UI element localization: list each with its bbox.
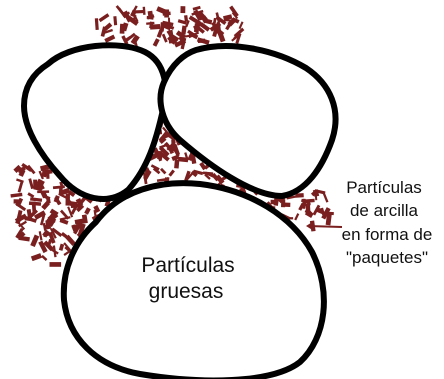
clay-label-line3: en forma de — [342, 225, 433, 244]
clay-flake — [322, 191, 328, 203]
clay-flake — [143, 7, 146, 15]
clay-flake — [198, 39, 205, 43]
clay-flake — [146, 22, 154, 25]
clay-flake — [41, 255, 47, 261]
clay-flake — [294, 213, 299, 220]
clay-flake — [95, 18, 99, 30]
clay-flake — [65, 194, 70, 206]
clay-flake — [33, 180, 37, 189]
clay-flake — [31, 253, 42, 261]
pointer-arrow-head — [306, 221, 314, 231]
clay-flake — [122, 22, 129, 31]
clay-flake — [104, 35, 115, 43]
clay-flake — [113, 16, 117, 25]
clay-flake — [163, 11, 171, 15]
clay-flake — [32, 201, 36, 212]
clay-flake — [27, 192, 34, 198]
clay-flake — [162, 34, 168, 43]
clay-flake — [10, 193, 22, 198]
coarse-grain-label-line2: gruesas — [149, 280, 224, 303]
clay-flake — [36, 183, 41, 190]
clay-flake — [168, 169, 175, 176]
clay-label-line4: "paquetes" — [346, 248, 428, 267]
clay-flake — [184, 15, 188, 22]
clay-label-line1: Partículas — [346, 178, 422, 197]
clay-flake — [239, 21, 244, 29]
clay-flake — [28, 178, 34, 189]
clay-flake — [39, 231, 43, 240]
clay-label-line2: de arcilla — [350, 201, 419, 220]
clay-flake — [160, 168, 166, 175]
coarse-grain-label-line1: Partículas — [141, 254, 234, 277]
clay-flake — [281, 199, 285, 207]
clay-flake — [203, 171, 213, 175]
clay-flake — [75, 218, 87, 225]
clay-flake — [30, 235, 39, 248]
clay-flake — [37, 190, 49, 193]
clay-flake — [304, 199, 314, 203]
clay-flake — [116, 5, 125, 16]
clay-flake — [30, 197, 42, 202]
clay-flake — [49, 262, 61, 267]
clay-flake — [180, 6, 185, 13]
clay-flake — [53, 185, 65, 189]
clay-flake — [42, 230, 50, 238]
clay-flake — [153, 38, 160, 47]
clay-flake — [59, 244, 64, 251]
clay-flake — [181, 26, 186, 35]
clay-flake — [18, 181, 24, 193]
clay-flake — [70, 201, 78, 207]
clay-flake — [84, 207, 91, 214]
clay-flake — [99, 13, 110, 22]
